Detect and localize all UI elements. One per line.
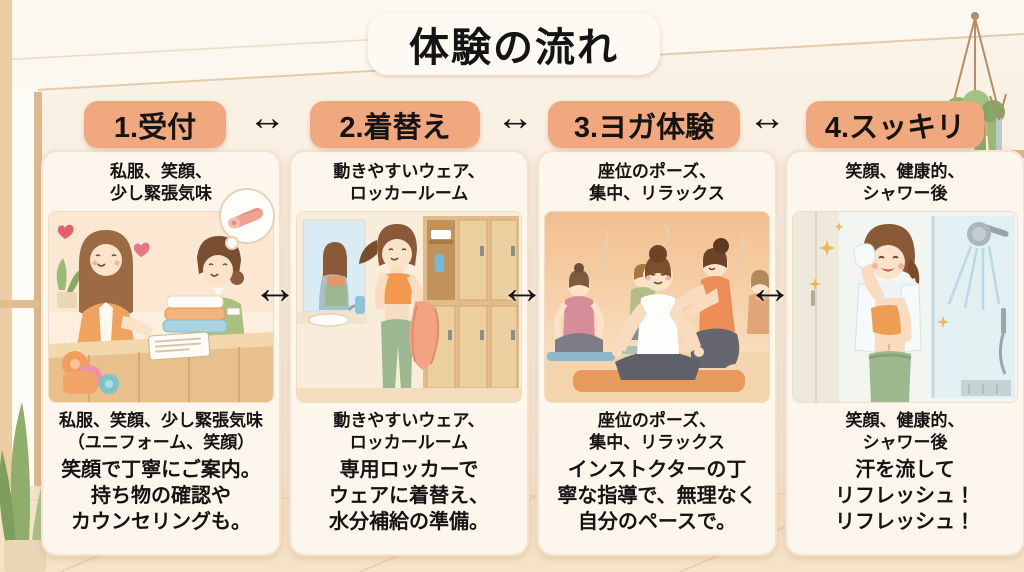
step-badge-changing-label: 2.着替え (339, 111, 451, 144)
step-badge-refreshed-label: 4.スッキリ (824, 111, 966, 144)
illustration-yoga-class (544, 210, 770, 403)
reception-desc-line2: 持ち物の確認や (91, 485, 231, 508)
step-badge-yoga: 3.ヨガ体験 (548, 101, 740, 148)
changing-subtitle-line1: 動きやすいウェア、 (333, 162, 485, 181)
page-title-text: 体験の流れ (409, 26, 619, 70)
refreshed-desc-line1: 汗を流して (855, 458, 955, 481)
yoga-desc-line2: 寧な指導で、無理なく (557, 485, 757, 508)
reception-desc-line3: カウンセリングも。 (71, 511, 251, 534)
step-badge-reception: 1.受付 (84, 101, 226, 148)
refreshed-description: 汗を流して リフレッシュ！ リフレッシュ！ (787, 457, 1023, 536)
changing-desc-line3: 水分補給の準備。 (329, 511, 489, 534)
reception-caption-line2: （ユニフォーム、笑顔） (67, 432, 255, 452)
yoga-desc-line3: 自分のペースで。 (577, 511, 737, 534)
changing-subtitle: 動きやすいウェア、 ロッカールーム (291, 161, 527, 205)
step-badge-refreshed: 4.スッキリ (806, 101, 984, 148)
reception-subtitle-line1: 私服、笑顔、 (110, 162, 212, 181)
changing-desc-line1: 専用ロッカーで (339, 458, 479, 481)
changing-subtitle-line2: ロッカールーム (349, 183, 469, 203)
yoga-subtitle-line1: 座位のポーズ、 (597, 162, 717, 181)
mid-arrow-3-4-icon: ↔ (747, 261, 793, 313)
changing-caption-line2: ロッカールーム (349, 432, 469, 452)
illustration-locker-room (296, 210, 522, 403)
mid-arrow-2-3-icon: ↔ (499, 261, 545, 313)
refreshed-caption: 笑顔、健康的、 シャワー後 (787, 410, 1023, 454)
refreshed-subtitle-line1: 笑顔、健康的、 (845, 162, 965, 181)
reception-caption: 私服、笑顔、少し緊張気味 （ユニフォーム、笑顔） (43, 410, 279, 454)
yoga-caption: 座位のポーズ、 集中、リラックス (539, 410, 775, 454)
header-arrow-2-3-icon: ↔ (496, 97, 534, 139)
step-panel-reception: 私服、笑顔、 少し緊張気味 (41, 150, 281, 556)
refreshed-subtitle: 笑顔、健康的、 シャワー後 (787, 161, 1023, 205)
changing-caption-line1: 動きやすいウェア、 (333, 410, 485, 430)
yoga-description: インストクターの丁 寧な指導で、無理なく 自分のペースで。 (539, 457, 775, 536)
reception-caption-line1: 私服、笑顔、少し緊張気味 (59, 410, 263, 430)
step-panel-refreshed: 笑顔、健康的、 シャワー後 (785, 150, 1024, 556)
refreshed-desc-line2: リフレッシュ！ (835, 485, 975, 508)
step-badge-reception-label: 1.受付 (113, 111, 197, 144)
changing-caption: 動きやすいウェア、 ロッカールーム (291, 410, 527, 454)
changing-desc-line2: ウェアに着替え、 (329, 485, 489, 508)
speech-bubble-mat-icon (219, 188, 275, 250)
yoga-desc-line1: インストクターの丁 (567, 458, 747, 481)
illustration-shower (792, 210, 1018, 403)
changing-description: 専用ロッカーで ウェアに着替え、 水分補給の準備。 (291, 457, 527, 536)
page-title: 体験の流れ (368, 13, 660, 75)
header-arrow-1-2-icon: ↔ (248, 97, 286, 139)
reception-desc-line1: 笑顔で丁寧にご案内。 (61, 458, 261, 481)
step-badge-yoga-label: 3.ヨガ体験 (573, 111, 715, 144)
reception-subtitle-line2: 少し緊張気味 (110, 183, 212, 203)
refreshed-desc-line3: リフレッシュ！ (835, 511, 975, 534)
yoga-caption-line2: 集中、リラックス (589, 432, 725, 452)
reception-subtitle: 私服、笑顔、 少し緊張気味 (43, 161, 279, 205)
yoga-subtitle-line2: 集中、リラックス (589, 183, 725, 203)
reception-description: 笑顔で丁寧にご案内。 持ち物の確認や カウンセリングも。 (43, 457, 279, 536)
yoga-caption-line1: 座位のポーズ、 (597, 410, 717, 430)
yoga-subtitle: 座位のポーズ、 集中、リラックス (539, 161, 775, 205)
refreshed-caption-line2: シャワー後 (862, 432, 948, 452)
refreshed-subtitle-line2: シャワー後 (862, 183, 948, 203)
refreshed-caption-line1: 笑顔、健康的、 (845, 410, 965, 430)
step-panel-changing: 動きやすいウェア、 ロッカールーム (289, 150, 529, 556)
mid-arrow-1-2-icon: ↔ (252, 261, 298, 313)
step-panel-yoga: 座位のポーズ、 集中、リラックス (537, 150, 777, 556)
step-badge-changing: 2.着替え (310, 101, 480, 148)
header-arrow-3-4-icon: ↔ (748, 97, 786, 139)
